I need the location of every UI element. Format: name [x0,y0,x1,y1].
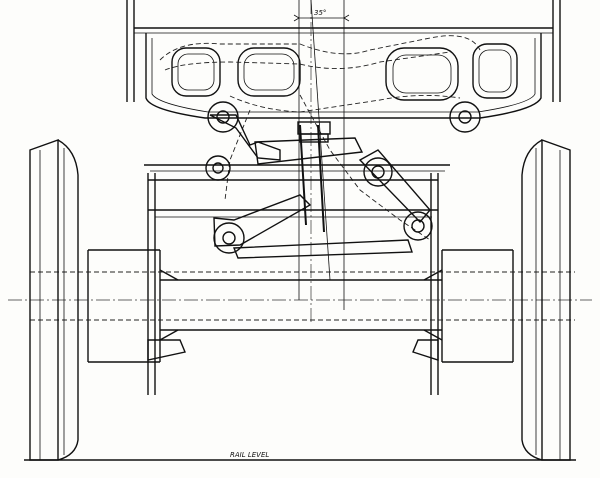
bolster-openings [171,43,518,101]
bogie-frame [144,164,450,395]
bolster-pivots [207,101,481,133]
rail-level-label: RAIL LEVEL [230,451,269,459]
angle-label: 35° [314,9,326,17]
axle [8,249,592,363]
bolster-body [126,0,561,119]
swing-links [209,114,431,259]
link-pivots [205,155,433,254]
